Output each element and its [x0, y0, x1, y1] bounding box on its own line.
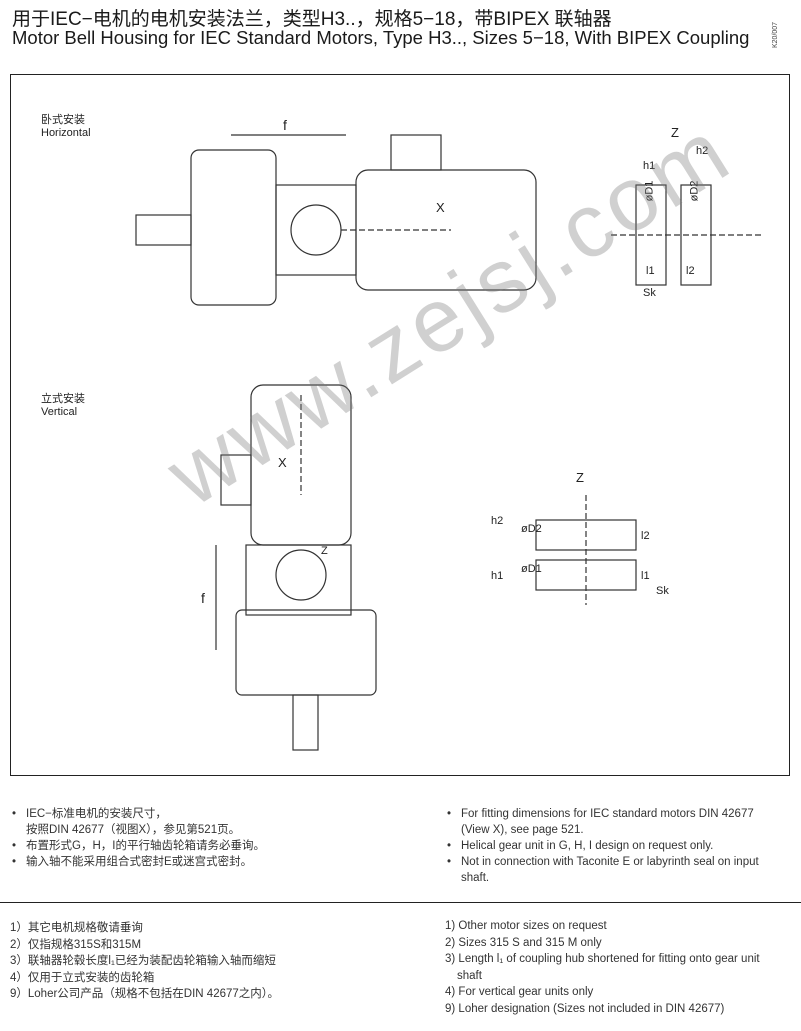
- note-cn: 4）仅用于立式安装的齿轮箱: [10, 971, 155, 984]
- label-h1-top: h1: [643, 160, 656, 172]
- technical-drawing: [135, 134, 761, 751]
- bullet-en-cont: shaft.: [461, 872, 490, 884]
- title-cn: 用于IEC−电机的电机安装法兰，类型H3..，规格5−18，带BIPEX 联轴器: [12, 9, 612, 30]
- label-d1-bottom: øD1: [521, 563, 542, 575]
- note-cn: 1）其它电机规格敬请垂询: [10, 922, 143, 934]
- label-l2-top: l2: [686, 265, 695, 277]
- title-en: Motor Bell Housing for IEC Standard Moto…: [12, 27, 750, 48]
- note-en: 4) For vertical gear units only: [445, 986, 594, 998]
- note-cn: 3）联轴器轮毂长度l₁已经为装配齿轮箱输入轴而缩短: [10, 955, 276, 967]
- notes-cn: 1）其它电机规格敬请垂询 2）仅指规格315S和315M 3）联轴器轮毂长度l₁…: [10, 920, 279, 1003]
- bullet-en-cont: (View X), see page 521.: [461, 824, 584, 836]
- drawing-frame: 卧式安装 Horizontal 立式安装 Vertical f X Z h1 h…: [10, 74, 790, 776]
- bullet-cn-cont: 按照DIN 42677（视图X），参见第521页。: [26, 824, 241, 836]
- divider: [0, 902, 801, 903]
- label-f-vertical: f: [201, 590, 205, 606]
- label-l1-bottom: l1: [641, 570, 650, 582]
- vertical-gearbox: [235, 609, 377, 696]
- note-cn: 2）仅指规格315S和315M: [10, 938, 142, 951]
- bullet-cn: 输入轴不能采用组合式密封E或迷宫式密封。: [10, 854, 265, 870]
- bullets-cn: IEC−标准电机的安装尺寸， 按照DIN 42677（视图X），参见第521页。…: [10, 806, 265, 870]
- bullet-cn: IEC−标准电机的安装尺寸，: [10, 806, 265, 822]
- label-l2-bottom: l2: [641, 530, 650, 542]
- label-horizontal-en: Horizontal: [41, 127, 91, 139]
- bullet-en: Helical gear unit in G, H, I design on r…: [445, 838, 759, 854]
- label-sk-top: Sk: [643, 287, 656, 299]
- bullets-en: For fitting dimensions for IEC standard …: [445, 806, 759, 886]
- horizontal-terminal-box: [390, 134, 442, 171]
- label-sk-bottom: Sk: [656, 585, 669, 597]
- label-h1-bottom: h1: [491, 570, 504, 582]
- label-vertical-en: Vertical: [41, 406, 78, 418]
- label-x-vertical: X: [278, 455, 287, 470]
- vertical-coupling: [275, 549, 327, 601]
- label-h2-top: h2: [696, 145, 709, 157]
- label-z-bottom: Z: [576, 470, 584, 485]
- label-horizontal-cn: 卧式安装: [41, 114, 85, 126]
- label-x-horizontal: X: [436, 200, 445, 215]
- label-f-horizontal: f: [283, 117, 287, 133]
- note-en: 2) Sizes 315 S and 315 M only: [445, 936, 602, 949]
- vertical-terminal-box: [220, 454, 252, 506]
- horizontal-shaft: [135, 214, 192, 246]
- label-h2-bottom: h2: [491, 515, 504, 527]
- bullet-cn: 布置形式G，H，I的平行轴齿轮箱请务必垂询。: [10, 838, 265, 854]
- label-vertical-cn: 立式安装: [41, 393, 85, 405]
- vertical-shaft: [292, 694, 319, 751]
- notes-en: 1) Other motor sizes on request 2) Sizes…: [445, 918, 760, 1017]
- vertical-bell-housing: [245, 544, 352, 616]
- bullet-en: Not in connection with Taconite E or lab…: [445, 854, 759, 870]
- note-en: 3) Length l₁ of coupling hub shortened f…: [445, 953, 760, 965]
- label-d2-bottom: øD2: [521, 523, 542, 535]
- label-z-top: Z: [671, 125, 679, 140]
- note-cn: 9）Loher公司产品（规格不包括在DIN 42677之内）。: [10, 988, 280, 1000]
- bullet-en: For fitting dimensions for IEC standard …: [445, 806, 759, 822]
- label-z-vertical: Z: [321, 545, 328, 557]
- label-l1-top: l1: [646, 265, 655, 277]
- horizontal-gearbox: [190, 149, 277, 306]
- page-code: K20/007: [772, 21, 779, 48]
- note-en: 1) Other motor sizes on request: [445, 920, 607, 932]
- note-en-cont: shaft: [457, 969, 482, 982]
- horizontal-coupling: [290, 204, 342, 256]
- note-en: 9) Loher designation (Sizes not included…: [445, 1002, 725, 1015]
